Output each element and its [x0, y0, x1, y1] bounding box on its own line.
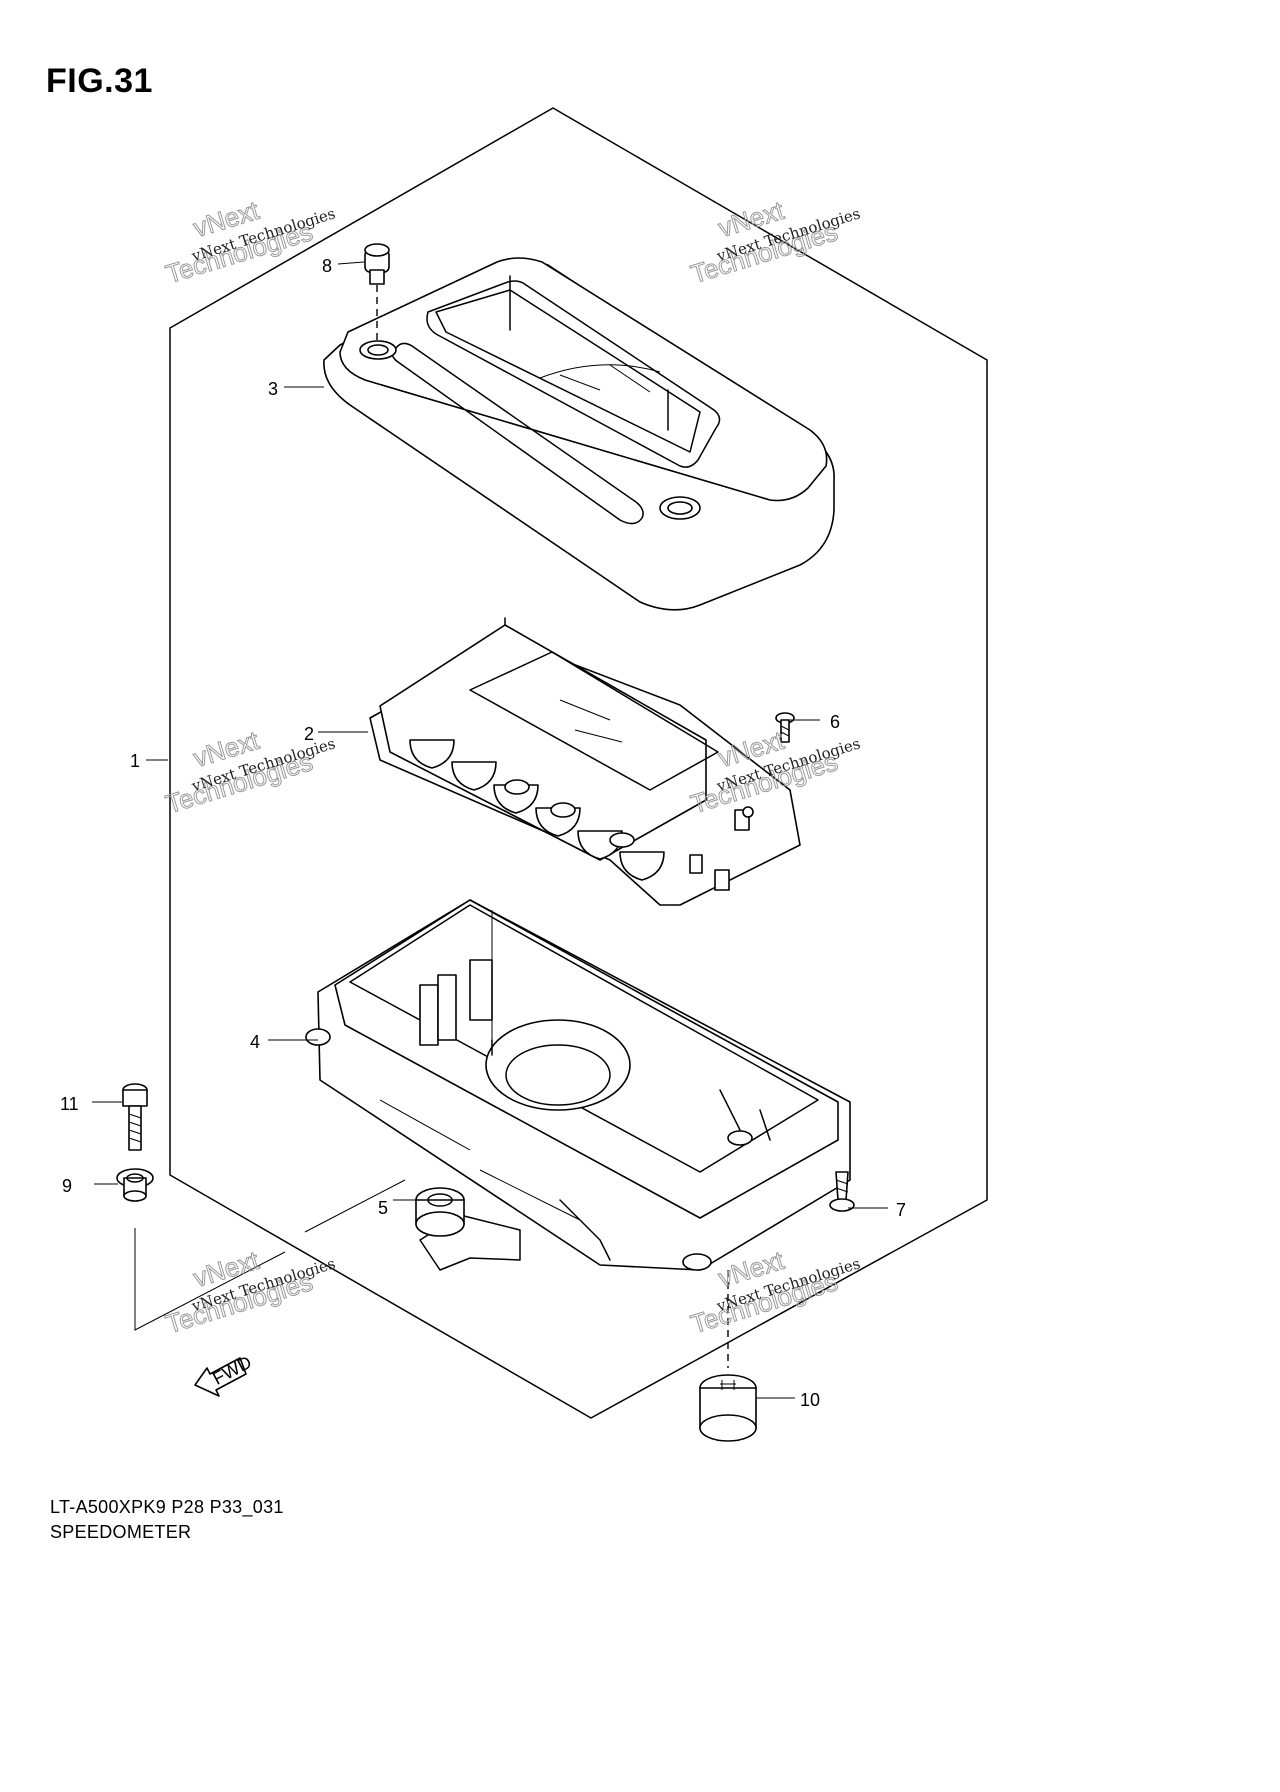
- part-8-grommet: [364, 243, 390, 340]
- fwd-label: FWD: [209, 1352, 255, 1389]
- callout-8: 8: [322, 256, 332, 276]
- callout-3: 3: [268, 379, 278, 399]
- diagram-name: SPEEDOMETER: [50, 1522, 192, 1542]
- watermark-mid-left: vNext Technologies vNext Technologies: [162, 724, 338, 819]
- callout-9: 9: [62, 1176, 72, 1196]
- part-6-screw: [775, 712, 795, 743]
- part-11-bolt: [122, 1083, 148, 1151]
- part-9-collar: [116, 1168, 154, 1202]
- watermark-top-right: vNext Technologies vNext Technologies: [687, 194, 863, 289]
- part-10-damper: [699, 1374, 757, 1442]
- guide-line-5: [304, 1179, 406, 1233]
- callout-2: 2: [304, 724, 314, 744]
- fwd-arrow-icon: FWD: [194, 1352, 255, 1397]
- watermark-bottom-left: vNext Technologies vNext Technologies: [162, 1244, 338, 1339]
- callout-7: 7: [896, 1200, 906, 1220]
- callout-10: 10: [800, 1390, 820, 1410]
- guide-line-left: [134, 1228, 286, 1331]
- callout-6: 6: [830, 712, 840, 732]
- part-4-lower-case: [305, 899, 851, 1271]
- watermark-top-left: vNext Technologies vNext Technologies: [162, 194, 338, 289]
- part-3-cover: [323, 257, 835, 611]
- diagram-code: LT-A500XPK9 P28 P33_031: [50, 1497, 284, 1517]
- assembly-outline: [169, 107, 988, 1419]
- callout-1: 1: [130, 751, 140, 771]
- part-5-mount: [415, 1187, 465, 1237]
- callout-leaders: [92, 261, 888, 1399]
- part-2-meter-unit: [369, 617, 801, 906]
- callout-4: 4: [250, 1032, 260, 1052]
- callout-5: 5: [378, 1198, 388, 1218]
- callout-11: 11: [60, 1094, 79, 1114]
- figure-title: FIG.31: [46, 62, 153, 100]
- part-7-screw: [829, 1171, 855, 1212]
